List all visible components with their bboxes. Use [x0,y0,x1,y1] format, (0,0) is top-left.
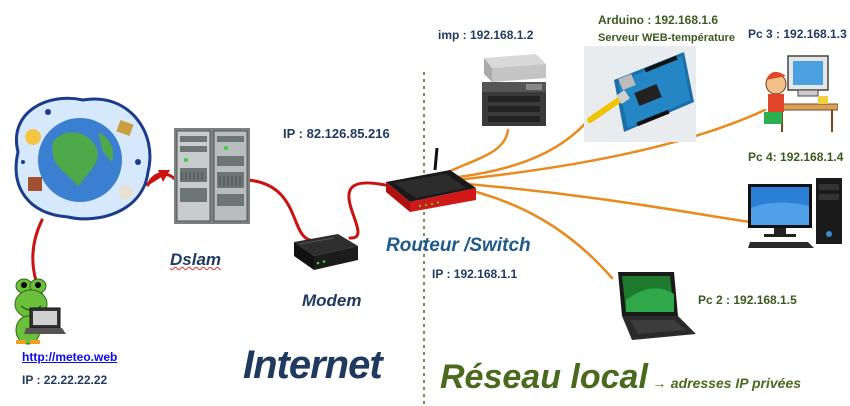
wire-modem-router [347,181,387,240]
wire-router-pc3 [453,108,767,182]
pc2-ip-label: Pc 2 : 192.168.1.5 [698,293,797,307]
desktop-pc-icon [748,178,842,248]
router-icon [386,148,476,212]
local-wires [438,103,767,280]
router-ip-label: IP : 192.168.1.1 [432,267,518,281]
frog-laptop-icon [14,278,66,345]
dslam-label-text: Dslam [170,250,222,269]
arduino-board-icon [584,46,696,142]
dslam-rack-icon [174,128,250,224]
internet-label: Internet [243,343,383,387]
arrow-glyph: → [652,375,667,391]
printer-icon [482,54,546,126]
server-url-link[interactable]: http://meteo.web [22,350,118,364]
pc4-ip-label: Pc 4: 192.168.1.4 [748,150,844,164]
dslam-label: Dslam [170,250,221,270]
arduino-ip-label: Arduino : 192.168.1.6 [598,13,719,27]
laptop-icon [618,272,696,340]
local-network-label: Réseau local [440,358,648,396]
pc-cartoon-icon [764,55,838,132]
arduino-role-label: Serveur WEB-température [598,32,735,44]
wan-ip-label: IP : 82.126.85.216 [283,126,390,141]
local-network-caption: Réseau local → adresses IP privées [440,358,801,397]
private-addresses-label: adresses IP privées [670,375,802,391]
server-ip-label: IP : 22.22.22.22 [22,373,108,387]
modem-label: Modem [302,291,362,310]
modem-icon [294,234,358,270]
printer-ip-label: imp : 192.168.1.2 [438,28,534,42]
globe-icon [14,96,152,221]
router-label: Routeur /Switch [386,235,531,256]
wire-router-pc4 [453,181,752,224]
wire-dslam-modem [246,178,312,242]
globe-to-dslam-arrow [145,170,170,187]
pc3-ip-label: Pc 3 : 192.168.1.3 [748,27,847,41]
